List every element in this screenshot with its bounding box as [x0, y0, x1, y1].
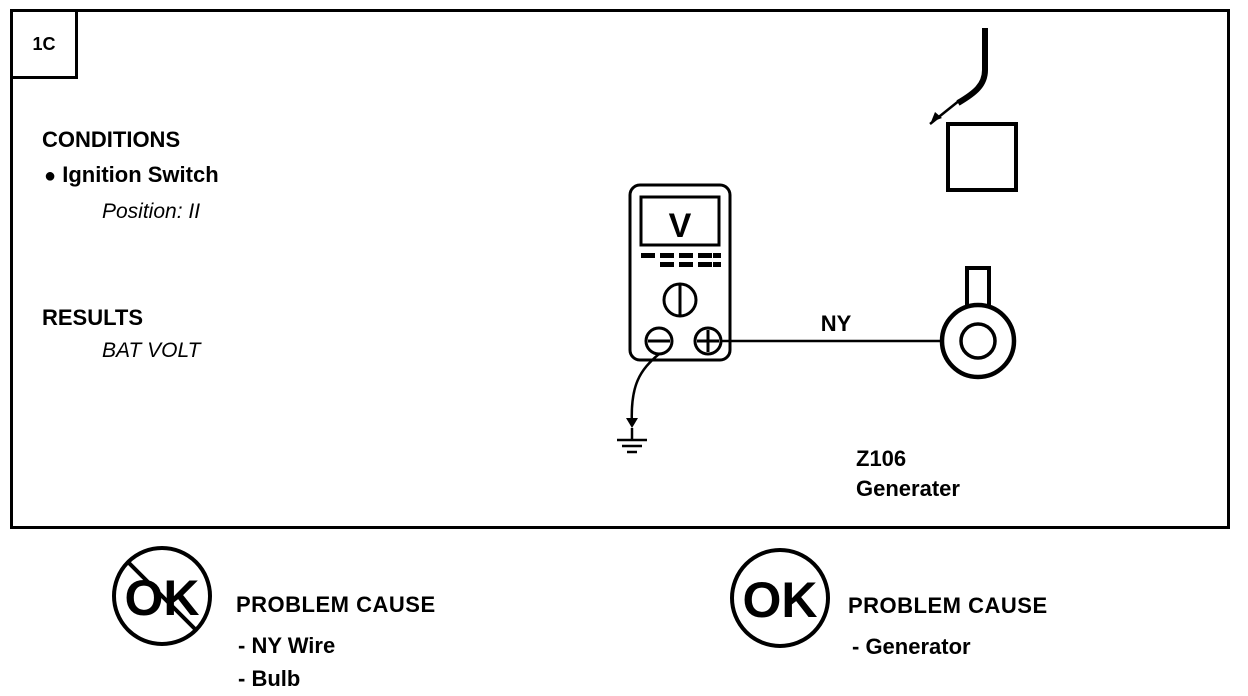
- bullet-icon: ●: [44, 165, 57, 187]
- conditions-item-label: Ignition Switch: [62, 162, 219, 187]
- component-code: Z106: [856, 446, 906, 471]
- bulb-icon: [929, 28, 1018, 192]
- ground-icon: [617, 428, 647, 454]
- conditions-detail: Position: II: [102, 200, 201, 223]
- outcome-2-heading: PROBLEM CAUSE: [848, 593, 1048, 618]
- conditions-item: ● Ignition Switch: [44, 162, 219, 188]
- step-label: 1C: [13, 12, 78, 79]
- ground-lead: [630, 353, 660, 426]
- ground-lead-arrow-icon: [626, 418, 638, 428]
- ok-label: OK: [743, 572, 818, 628]
- ok-crossed-icon: OK: [112, 546, 212, 646]
- meter-display: V: [669, 207, 692, 245]
- component-name: Generater: [856, 476, 960, 501]
- wire-label: NY: [821, 311, 852, 336]
- ok-icon: OK: [730, 548, 830, 648]
- voltmeter-icon: V: [628, 183, 732, 362]
- negative-terminal-icon: [644, 326, 674, 356]
- results-heading: RESULTS: [42, 305, 144, 330]
- conditions-heading: CONDITIONS: [42, 127, 181, 152]
- results-value: BAT VOLT: [102, 339, 201, 362]
- meter-dial-icon: [662, 282, 698, 318]
- outcome-2-cause-1: - Generator: [852, 634, 971, 659]
- positive-terminal-icon: [693, 326, 723, 356]
- outcome-1-cause-2: - Bulb: [238, 666, 301, 691]
- test-step-panel: 1C: [10, 9, 1230, 529]
- generator-connector-icon: [939, 266, 1017, 380]
- outcome-1-heading: PROBLEM CAUSE: [236, 592, 436, 617]
- meter-keypad: [641, 253, 721, 267]
- outcome-1-cause-1: - NY Wire: [238, 633, 336, 658]
